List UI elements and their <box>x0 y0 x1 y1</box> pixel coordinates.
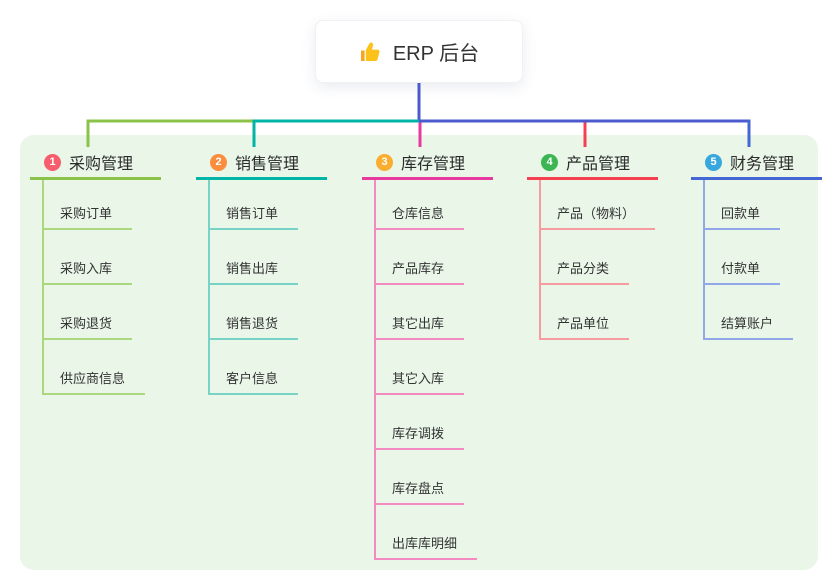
branch-badge: 5 <box>705 153 722 171</box>
branch-children: 销售订单销售出库销售退货客户信息 <box>208 180 299 395</box>
child-label: 其它出库 <box>392 316 445 331</box>
branch-node-3[interactable]: 3 库存管理 <box>362 147 493 180</box>
branch-children: 仓库信息产品库存其它出库其它入库库存调拨库存盘点出库库明细 <box>374 180 478 560</box>
child-label: 客户信息 <box>226 371 279 386</box>
child-node[interactable]: 出库库明细 <box>376 505 478 560</box>
branch-children: 回款单付款单结算账户 <box>703 180 794 340</box>
child-node[interactable]: 其它出库 <box>376 285 465 340</box>
child-node[interactable]: 销售出库 <box>210 230 299 285</box>
child-node[interactable]: 结算账户 <box>705 285 794 340</box>
branches-panel <box>20 135 818 570</box>
child-node[interactable]: 产品（物料） <box>541 180 656 230</box>
child-label: 付款单 <box>721 261 761 276</box>
child-label: 产品分类 <box>557 261 610 276</box>
branch-badge: 4 <box>541 153 558 171</box>
child-node[interactable]: 库存盘点 <box>376 450 465 505</box>
child-label: 销售出库 <box>226 261 279 276</box>
child-node[interactable]: 采购退货 <box>44 285 133 340</box>
child-label: 销售订单 <box>226 206 279 221</box>
child-node[interactable]: 产品分类 <box>541 230 630 285</box>
child-node[interactable]: 销售退货 <box>210 285 299 340</box>
child-node[interactable]: 回款单 <box>705 180 781 230</box>
child-node[interactable]: 产品库存 <box>376 230 465 285</box>
child-label: 产品库存 <box>392 261 445 276</box>
branch-badge: 1 <box>44 153 61 171</box>
thumbs-up-icon <box>359 40 383 64</box>
child-node[interactable]: 其它入库 <box>376 340 465 395</box>
child-node[interactable]: 采购入库 <box>44 230 133 285</box>
child-label: 出库库明细 <box>392 536 458 551</box>
branch-node-2[interactable]: 2 销售管理 <box>196 147 327 180</box>
branch-label: 采购管理 <box>69 156 134 173</box>
child-node[interactable]: 产品单位 <box>541 285 630 340</box>
child-label: 销售退货 <box>226 316 279 331</box>
child-label: 采购入库 <box>60 261 113 276</box>
child-label: 库存调拨 <box>392 426 445 441</box>
branch-node-1[interactable]: 1 采购管理 <box>30 147 161 180</box>
child-label: 结算账户 <box>721 316 774 331</box>
child-label: 供应商信息 <box>60 371 126 386</box>
branch-label: 财务管理 <box>730 156 795 173</box>
branch-label: 销售管理 <box>235 156 300 173</box>
branch-node-4[interactable]: 4 产品管理 <box>527 147 658 180</box>
child-node[interactable]: 仓库信息 <box>376 180 465 230</box>
child-label: 回款单 <box>721 206 761 221</box>
child-label: 产品（物料） <box>557 206 636 221</box>
child-label: 仓库信息 <box>392 206 445 221</box>
branch-children: 采购订单采购入库采购退货供应商信息 <box>42 180 146 395</box>
child-label: 其它入库 <box>392 371 445 386</box>
child-node[interactable]: 付款单 <box>705 230 781 285</box>
child-node[interactable]: 供应商信息 <box>44 340 146 395</box>
branch-node-5[interactable]: 5 财务管理 <box>691 147 822 180</box>
child-node[interactable]: 客户信息 <box>210 340 299 395</box>
child-label: 库存盘点 <box>392 481 445 496</box>
branch-label: 库存管理 <box>401 156 466 173</box>
branch-badge: 3 <box>376 153 393 171</box>
branch-label: 产品管理 <box>566 156 631 173</box>
child-label: 产品单位 <box>557 316 610 331</box>
branch-children: 产品（物料） 产品分类产品单位 <box>539 180 656 340</box>
child-node[interactable]: 库存调拨 <box>376 395 465 450</box>
root-node[interactable]: ERP 后台 <box>315 20 523 83</box>
branch-badge: 2 <box>210 153 227 171</box>
child-node[interactable]: 销售订单 <box>210 180 299 230</box>
root-label: ERP 后台 <box>392 43 480 65</box>
child-label: 采购退货 <box>60 316 113 331</box>
child-node[interactable]: 采购订单 <box>44 180 133 230</box>
child-label: 采购订单 <box>60 206 113 221</box>
